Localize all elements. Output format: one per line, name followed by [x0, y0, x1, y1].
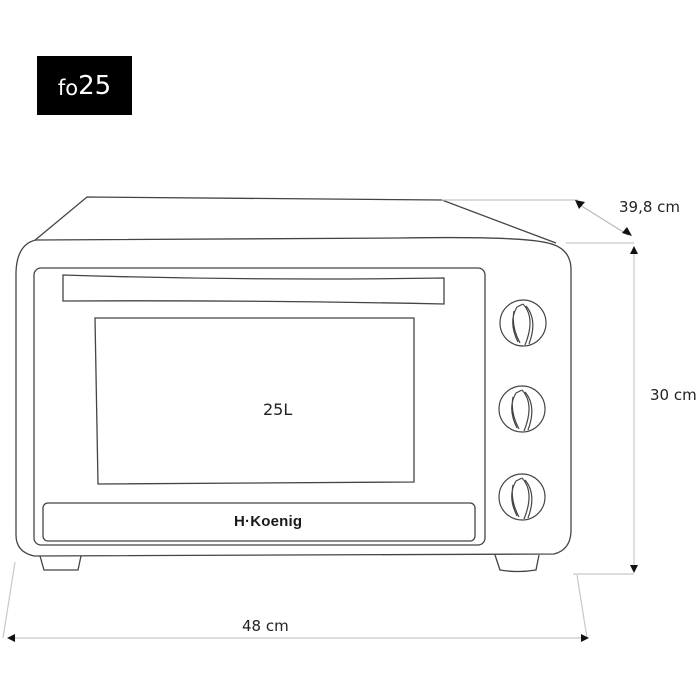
oven-window — [94, 317, 415, 485]
oven-door — [33, 267, 486, 546]
knob-top-icon[interactable] — [499, 299, 547, 347]
depth-label: 39,8 cm — [619, 198, 681, 216]
oven-foot-left — [39, 555, 82, 571]
oven-top-panel — [33, 196, 557, 244]
model-prefix: fo — [57, 75, 79, 100]
knob-middle-icon[interactable] — [498, 385, 546, 433]
height-label: 30 cm — [650, 386, 697, 404]
capacity-label: 25L — [263, 400, 293, 419]
width-label: 48 cm — [242, 617, 289, 635]
oven-foot-right — [494, 554, 540, 573]
brand-label: H·Koenig — [234, 513, 303, 530]
oven-body — [15, 236, 572, 557]
height-dimension — [573, 246, 638, 575]
depth-dimension — [442, 199, 634, 244]
knob-bottom-icon[interactable] — [498, 473, 546, 521]
brand-plate — [42, 502, 476, 542]
width-dimension — [2, 561, 589, 642]
door-handle-icon — [62, 274, 445, 305]
model-number: 25 — [78, 70, 112, 101]
